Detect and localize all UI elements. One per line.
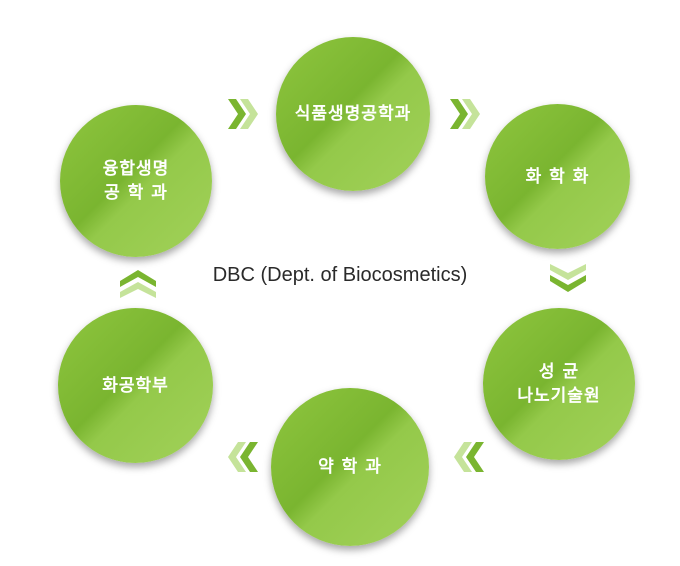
double-chevron-up-icon	[118, 268, 158, 300]
node-chemistry: 화 학 화	[485, 104, 630, 249]
node-label: 화공학부	[102, 375, 169, 396]
double-chevron-down-icon	[548, 262, 588, 294]
node-label: 식품생명공학과	[294, 104, 412, 124]
double-chevron-right-icon	[226, 97, 260, 131]
node-label: 융합생명 공 학 과	[102, 159, 170, 203]
node-nano-institute: 성 균 나노기술원	[483, 308, 635, 460]
double-chevron-left-icon	[226, 440, 260, 474]
double-chevron-right-icon	[448, 97, 482, 131]
node-label: 화 학 화	[525, 166, 590, 187]
double-chevron-left-icon	[452, 440, 486, 474]
node-pharmacy: 약 학 과	[271, 388, 429, 546]
node-fusion-biotech: 융합생명 공 학 과	[60, 105, 212, 257]
node-label: 약 학 과	[318, 457, 382, 477]
node-label: 성 균 나노기술원	[517, 362, 601, 406]
diagram-title: DBC (Dept. of Biocosmetics)	[212, 264, 468, 286]
node-food-biotech: 식품생명공학과	[276, 37, 430, 191]
node-chemical-engineering: 화공학부	[58, 308, 213, 463]
